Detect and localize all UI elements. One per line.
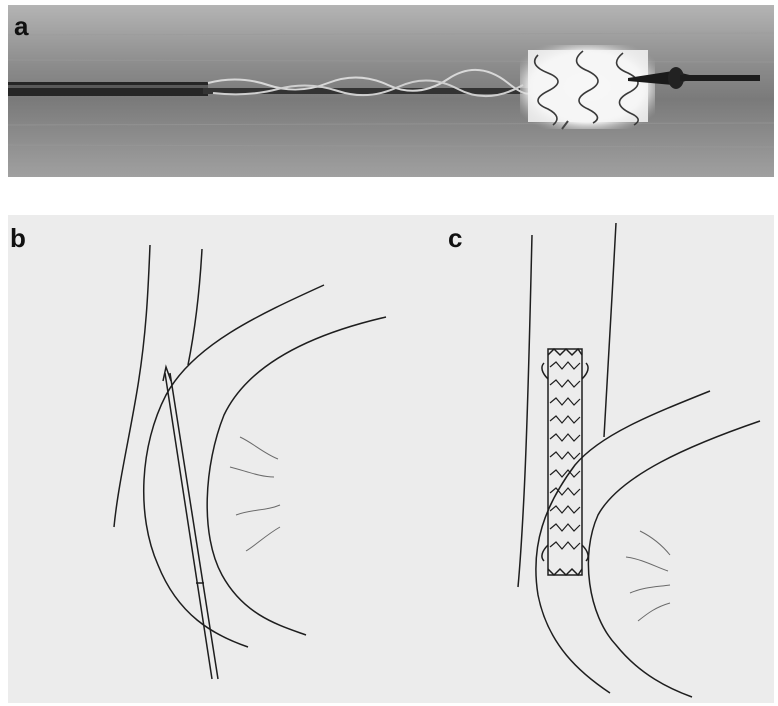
panel-label-c: c <box>448 225 462 251</box>
drawing-stent-panel: c <box>430 215 774 703</box>
panel-label-a: a <box>14 13 28 39</box>
stent-delivery-photo <box>8 5 774 177</box>
drawing-needle-panel: b <box>8 215 430 703</box>
catheter-shaft <box>8 82 208 96</box>
stent-diagram <box>430 215 774 703</box>
needle-diagram <box>8 215 430 703</box>
panel-label-b: b <box>10 225 26 251</box>
photo-stent-delivery-panel: a <box>8 5 774 177</box>
